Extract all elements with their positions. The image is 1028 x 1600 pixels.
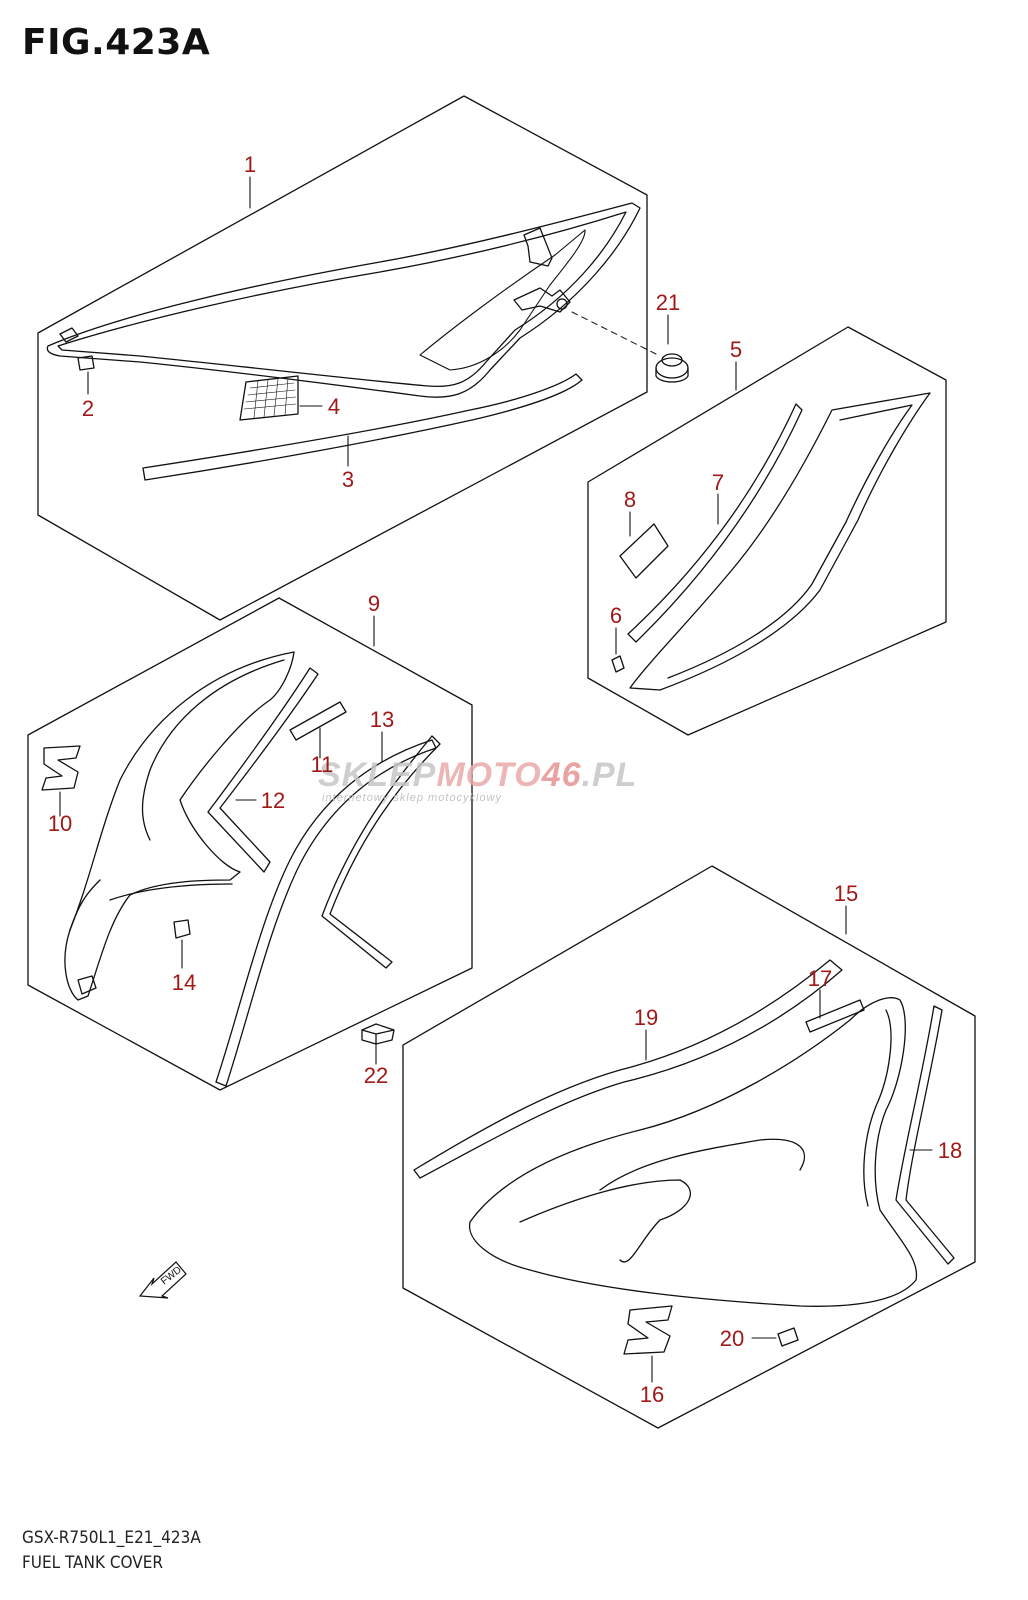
part-19-strip — [413, 959, 843, 1179]
callout-4: 4 — [328, 394, 340, 419]
figure-code: GSX-R750L1_E21_423A — [22, 1528, 201, 1548]
callout-13: 13 — [370, 707, 394, 732]
part-3-strip — [142, 373, 583, 481]
callout-5: 5 — [730, 337, 742, 362]
group-9-box — [27, 597, 473, 1091]
part-10-emblem — [41, 745, 81, 791]
callout-3: 3 — [342, 467, 354, 492]
group-1-box — [37, 95, 648, 621]
part-4-mesh — [239, 375, 299, 421]
part-14-clip — [173, 919, 191, 939]
callout-12: 12 — [261, 788, 285, 813]
callout-21: 21 — [656, 290, 680, 315]
callout-18: 18 — [938, 1138, 962, 1163]
part-1-cover — [46, 202, 641, 398]
watermark: SKLEPMOTO46.PL internetowy sklep motocyk… — [318, 756, 637, 804]
part-13-trim — [215, 739, 437, 1087]
callout-2: 2 — [82, 396, 94, 421]
part-11-strip — [289, 701, 347, 741]
fwd-arrow-icon: FWD — [138, 1261, 187, 1299]
watermark-brand-b: MOTO — [436, 756, 541, 794]
part-17-strip — [805, 999, 865, 1033]
part-2-clip — [77, 355, 95, 371]
part-20-clip — [777, 1327, 799, 1347]
part-16-emblem — [623, 1305, 673, 1355]
part-13-strip — [321, 735, 441, 969]
group-15-box — [402, 865, 976, 1429]
callout-14: 14 — [172, 970, 196, 995]
callout-11: 11 — [311, 752, 334, 777]
callout-15: 15 — [834, 881, 858, 906]
svg-text:SKLEPMOTO46.PL: SKLEPMOTO46.PL — [318, 756, 637, 794]
watermark-brand-a: SKLEP — [318, 756, 436, 794]
figure-description: FUEL TANK COVER — [22, 1553, 163, 1573]
part-22-cushion — [361, 1023, 395, 1045]
callout-17: 17 — [808, 966, 832, 991]
figure-title: FIG.423A — [22, 22, 211, 63]
callout-22: 22 — [364, 1063, 388, 1088]
callout-10: 10 — [48, 811, 72, 836]
part-15-cover — [468, 997, 918, 1307]
part-5-panel — [629, 392, 931, 691]
callout-1: 1 — [244, 152, 256, 177]
callout-20: 20 — [720, 1326, 744, 1351]
callout-7: 7 — [712, 470, 724, 495]
group-5-box — [587, 326, 947, 736]
callout-8: 8 — [624, 487, 636, 512]
watermark-tagline: internetowy sklep motocyklowy — [322, 792, 503, 804]
part-18-strip — [895, 1005, 955, 1265]
part-9-cover — [64, 651, 295, 1001]
callout-19: 19 — [634, 1005, 658, 1030]
callout-9: 9 — [368, 591, 380, 616]
part-21-grommet — [655, 353, 689, 383]
part-6-clip — [611, 655, 625, 673]
callout-6: 6 — [610, 603, 622, 628]
part-12-strip — [207, 667, 319, 873]
part-7-strip — [627, 403, 803, 643]
part-8-pad — [619, 523, 669, 579]
watermark-brand-c: 46 — [541, 756, 582, 794]
watermark-brand-d: .PL — [582, 756, 638, 794]
callout-16: 16 — [640, 1382, 664, 1407]
